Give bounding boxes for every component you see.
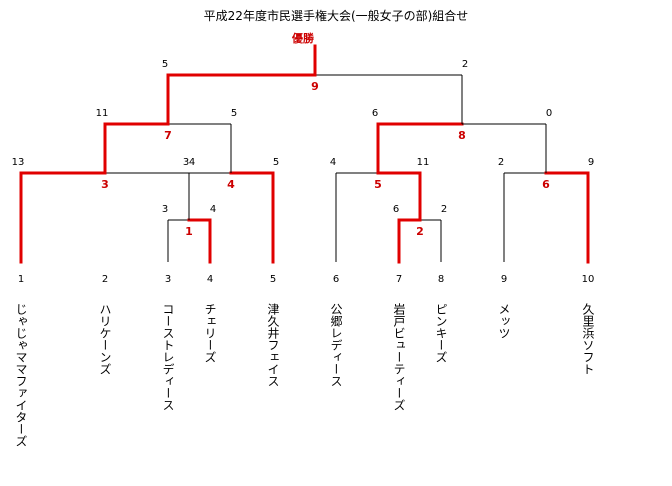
score-label: 9 — [588, 157, 594, 168]
match-number: 1 — [185, 225, 193, 238]
score-label: 4 — [210, 204, 216, 215]
team-name: 久里浜ソフト — [581, 303, 595, 375]
match-number: 3 — [101, 178, 109, 191]
team-name: コーストレディース — [161, 303, 175, 411]
page-title: 平成22年度市民選手権大会(一般女子の部)組合せ — [204, 8, 469, 23]
team-seed: 2 — [102, 274, 108, 285]
score-label: 5 — [273, 157, 279, 168]
team-name: ハリケーンズ — [98, 303, 112, 375]
team-name: メッツ — [497, 303, 511, 339]
score-label: 5 — [162, 59, 168, 70]
team-name: 公郷レディース — [329, 303, 343, 387]
team-seed: 5 — [270, 274, 276, 285]
team-seed: 8 — [438, 274, 444, 285]
match-number: 5 — [374, 178, 382, 191]
score-label: 4 — [330, 157, 336, 168]
team-name: 津久井フェイス — [266, 303, 280, 387]
team-seed: 10 — [582, 274, 595, 285]
team-name: ピンキーズ — [434, 303, 448, 363]
match-number: 9 — [311, 80, 319, 93]
team-seed: 1 — [18, 274, 24, 285]
team-seed: 3 — [165, 274, 171, 285]
match-number: 8 — [458, 129, 466, 142]
champion-label: 優勝 — [291, 31, 315, 45]
team-name: じゃじゃママファイターズ — [14, 303, 28, 447]
score-label: 2 — [498, 157, 504, 168]
match-number: 2 — [416, 225, 424, 238]
score-label: 11 — [417, 157, 430, 168]
team-name: 岩戸ビューティーズ — [392, 302, 406, 411]
score-label: 11 — [96, 108, 109, 119]
score-label: 6 — [393, 204, 399, 215]
team-name: チェリーズ — [203, 303, 217, 363]
bracket-lines — [19, 44, 590, 264]
team-seed: 7 — [396, 274, 402, 285]
match-number: 6 — [542, 178, 550, 191]
score-label: 3 — [162, 204, 168, 215]
score-label: 5 — [231, 108, 237, 119]
team-seed: 9 — [501, 274, 507, 285]
team-seed: 6 — [333, 274, 339, 285]
score-label: 4 — [189, 157, 195, 168]
score-label: 3 — [183, 157, 189, 168]
match-number: 4 — [227, 178, 235, 191]
score-label: 2 — [441, 204, 447, 215]
score-label: 2 — [462, 59, 468, 70]
score-label: 0 — [546, 108, 552, 119]
team-seed: 4 — [207, 274, 213, 285]
score-label: 13 — [12, 157, 25, 168]
match-number: 7 — [164, 129, 172, 142]
score-label: 6 — [372, 108, 378, 119]
